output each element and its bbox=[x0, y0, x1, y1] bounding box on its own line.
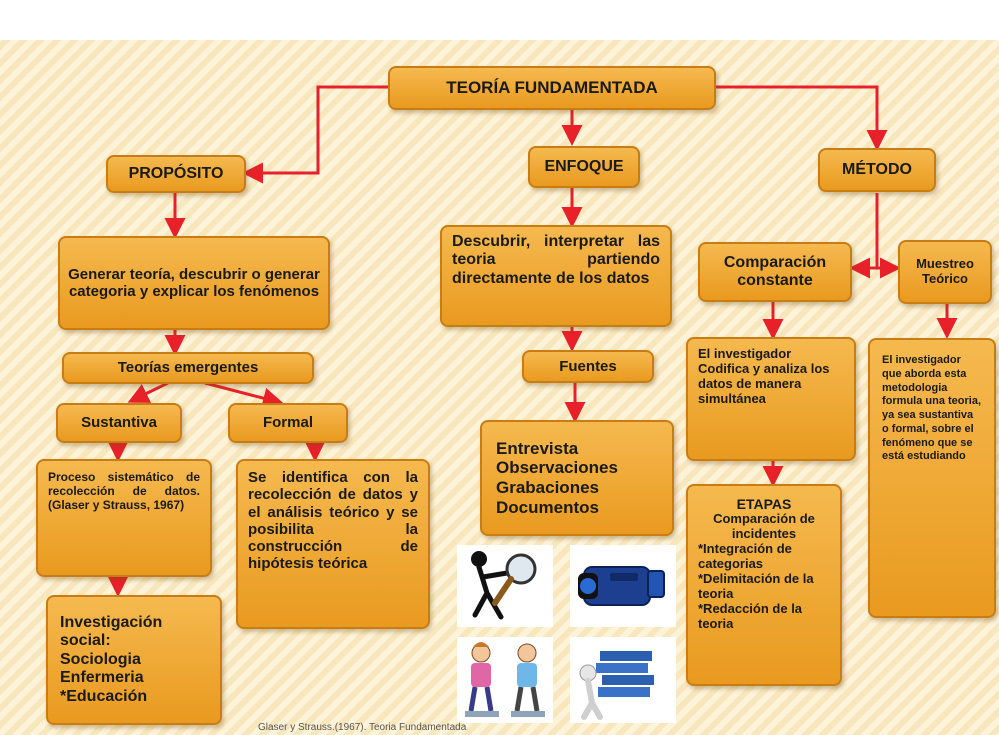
area-item: Enfermeria bbox=[60, 669, 144, 687]
comparacion-node: Comparación constante bbox=[698, 242, 852, 302]
muestreo-node: Muestreo Teórico bbox=[898, 240, 992, 304]
comparacion-label: Comparación constante bbox=[723, 253, 827, 289]
magnifier-figure-icon bbox=[457, 545, 553, 627]
muestreo-detail-node: El investigador que aborda esta metodolo… bbox=[868, 338, 996, 618]
comparacion-detail: El investigador Codifica y analiza los d… bbox=[698, 346, 830, 406]
arrow-emergentes-formal bbox=[204, 381, 284, 409]
muestreo-detail: El investigador que aborda esta metodolo… bbox=[882, 354, 982, 463]
arrow-emergentes-sustantiva bbox=[127, 381, 169, 403]
enfoque-label: ENFOQUE bbox=[544, 157, 624, 175]
proposito-label: PROPÓSITO bbox=[128, 164, 224, 182]
fuente-item: Observaciones bbox=[496, 458, 618, 478]
area-item: Sociologia bbox=[60, 650, 141, 668]
enfoque-description: Descubrir, interpretar las teoria partie… bbox=[452, 233, 660, 287]
fuentes-node: Fuentes bbox=[522, 350, 654, 383]
formal-description: Se identifica con la recolección de dato… bbox=[248, 469, 418, 573]
formal-description-node: Se identifica con la recolección de dato… bbox=[236, 459, 430, 629]
muestreo-label: Muestreo Teórico bbox=[916, 256, 974, 286]
etapa-item: Comparación de incidentes bbox=[713, 511, 815, 542]
enfoque-node: ENFOQUE bbox=[528, 146, 640, 188]
fuente-item: Entrevista bbox=[496, 438, 579, 458]
title-text: TEORÍA FUNDAMENTADA bbox=[446, 78, 658, 98]
fuentes-list-node: Entrevista Observaciones Grabaciones Doc… bbox=[480, 420, 674, 536]
sustantiva-description-node: Proceso sistemático de recolección de da… bbox=[36, 459, 212, 577]
top-band bbox=[0, 0, 999, 40]
etapa-item: *Redacción de la teoria bbox=[698, 600, 803, 631]
fuente-item: Grabaciones bbox=[496, 478, 599, 497]
interview-people-icon bbox=[457, 637, 553, 723]
etapa-item: *Integración de categorias bbox=[698, 540, 792, 571]
emergentes-label: Teorías emergentes bbox=[117, 359, 259, 377]
proposito-node: PROPÓSITO bbox=[106, 155, 246, 193]
proposito-description: Generar teoría, descubrir o generar cate… bbox=[68, 265, 320, 300]
video-camera-icon bbox=[570, 545, 676, 627]
enfoque-description-node: Descubrir, interpretar las teoria partie… bbox=[440, 225, 672, 327]
sustantiva-node: Sustantiva bbox=[56, 403, 182, 443]
emergentes-node: Teorías emergentes bbox=[62, 352, 314, 384]
formal-node: Formal bbox=[228, 403, 348, 443]
source-caption: Glaser y Strauss.(1967). Teoria Fundamen… bbox=[258, 722, 467, 733]
title-node: TEORÍA FUNDAMENTADA bbox=[388, 66, 716, 110]
documents-carrier-icon bbox=[570, 637, 676, 723]
fuente-item: Documentos bbox=[496, 497, 599, 517]
proposito-description-node: Generar teoría, descubrir o generar cate… bbox=[58, 236, 330, 330]
area-item: Investigación social: bbox=[60, 614, 163, 650]
formal-label: Formal bbox=[262, 414, 313, 432]
etapas-title: ETAPAS bbox=[736, 496, 792, 512]
investigacion-node: Investigación social: Sociologia Enferme… bbox=[46, 595, 222, 725]
arrow-title-proposito bbox=[242, 85, 388, 184]
metodo-node: MÉTODO bbox=[818, 148, 936, 192]
sustantiva-label: Sustantiva bbox=[81, 414, 157, 432]
sustantiva-description: Proceso sistemático de recolección de da… bbox=[48, 470, 200, 512]
comparacion-detail-node: El investigador Codifica y analiza los d… bbox=[686, 337, 856, 461]
arrow-title-metodo bbox=[715, 85, 888, 151]
metodo-label: MÉTODO bbox=[842, 160, 912, 178]
etapas-node: ETAPAS Comparación de incidentes *Integr… bbox=[686, 484, 842, 686]
etapa-item: *Delimitación de la teoria bbox=[698, 570, 814, 601]
fuentes-label: Fuentes bbox=[559, 357, 617, 375]
area-item: *Educación bbox=[60, 687, 148, 705]
